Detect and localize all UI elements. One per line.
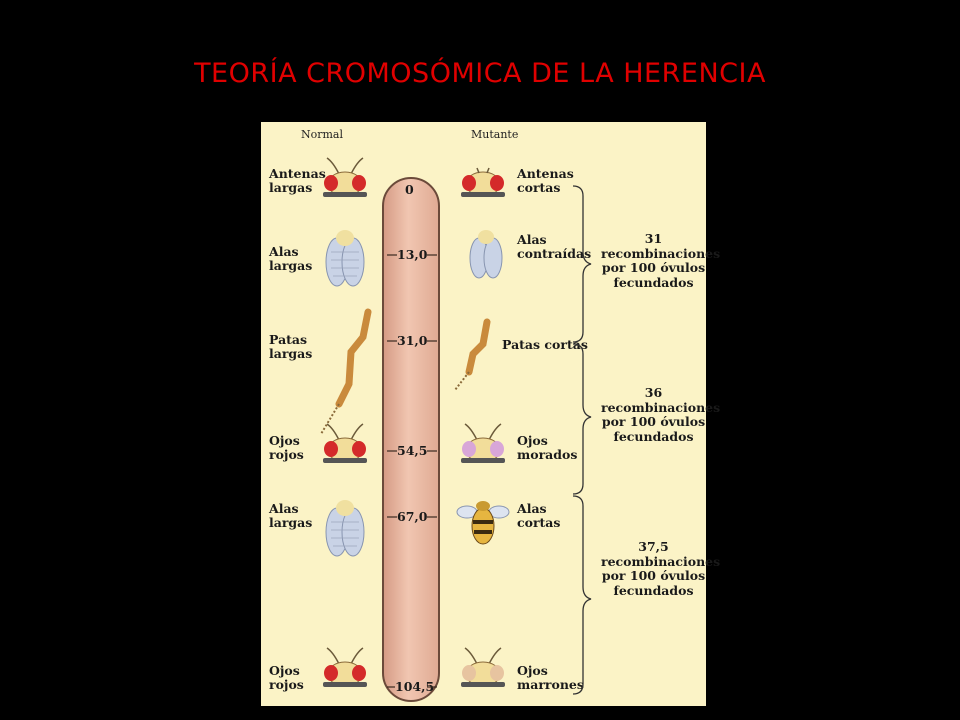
recombination-text: recombinaciones por 100 óvulos fecundado…: [601, 399, 721, 444]
fly-head-short-antennae-icon: [461, 167, 505, 197]
recombination-value: 36: [644, 385, 663, 400]
fly-head-red-eyes-icon: [322, 647, 368, 688]
recombination-group-2: 36 recombinaciones por 100 óvulos fecund…: [601, 385, 721, 444]
fly-head-red-eyes-icon: [322, 423, 368, 464]
mutant-trait-label-1: Alas contraídas: [517, 232, 592, 261]
fly-head-purple-eyes-icon: [460, 423, 506, 464]
brace-1: [572, 185, 592, 343]
locus-position-0: 0: [405, 182, 414, 197]
contracted-wings-icon: [469, 230, 503, 279]
locus-position-3: 54,5: [397, 443, 428, 458]
recombination-text: recombinaciones por 100 óvulos fecundado…: [601, 553, 721, 598]
normal-trait-label-1: Alas largas: [269, 244, 313, 273]
figure-drawings: [320, 157, 592, 695]
brace-2: [572, 343, 592, 495]
locus-position-1: 13,0: [397, 247, 428, 262]
recombination-group-3: 37,5 recombinaciones por 100 óvulos fecu…: [601, 539, 721, 598]
normal-trait-label-3: Ojos rojos: [269, 433, 304, 462]
fly-head-red-eyes-icon: [322, 157, 368, 198]
locus-position-4: 67,0: [397, 509, 428, 524]
mutant-trait-label-4: Alas cortas: [517, 501, 561, 530]
recombination-value: 31: [644, 231, 663, 246]
mutant-trait-label-3: Ojos morados: [517, 433, 578, 462]
normal-trait-label-2: Patas largas: [269, 332, 313, 361]
chromosome-bar: [382, 177, 440, 702]
recombination-value: 37,5: [638, 539, 669, 554]
recombination-braces: [572, 185, 592, 695]
slide-title: TEORÍA CROMOSÓMICA DE LA HERENCIA: [194, 58, 766, 89]
recombination-group-1: 31 recombinaciones por 100 óvulos fecund…: [601, 231, 721, 290]
fly-head-brown-eyes-icon: [460, 647, 506, 688]
long-wings-icon: [325, 499, 365, 557]
normal-trait-label-5: Ojos rojos: [269, 663, 304, 692]
chromosome-map-figure: Normal Mutante 0 13,0 31,0 54,5 67,0 104…: [261, 122, 721, 706]
short-wings-fly-icon: [456, 501, 510, 545]
normal-trait-label-0: Antenas largas: [269, 166, 326, 195]
recombination-text: recombinaciones por 100 óvulos fecundado…: [601, 245, 721, 290]
normal-column-header: Normal: [301, 128, 344, 141]
long-wings-icon: [325, 229, 365, 287]
mutant-column-header: Mutante: [471, 128, 519, 141]
locus-tick-marks: [387, 254, 437, 688]
locus-position-5: 104,5: [395, 679, 435, 694]
long-leg-icon: [320, 308, 372, 435]
mutant-trait-label-0: Antenas cortas: [517, 166, 574, 195]
short-leg-icon: [454, 318, 491, 391]
locus-position-2: 31,0: [397, 333, 428, 348]
normal-trait-label-4: Alas largas: [269, 501, 313, 530]
brace-3: [572, 495, 592, 695]
mutant-trait-label-5: Ojos marrones: [517, 663, 584, 692]
